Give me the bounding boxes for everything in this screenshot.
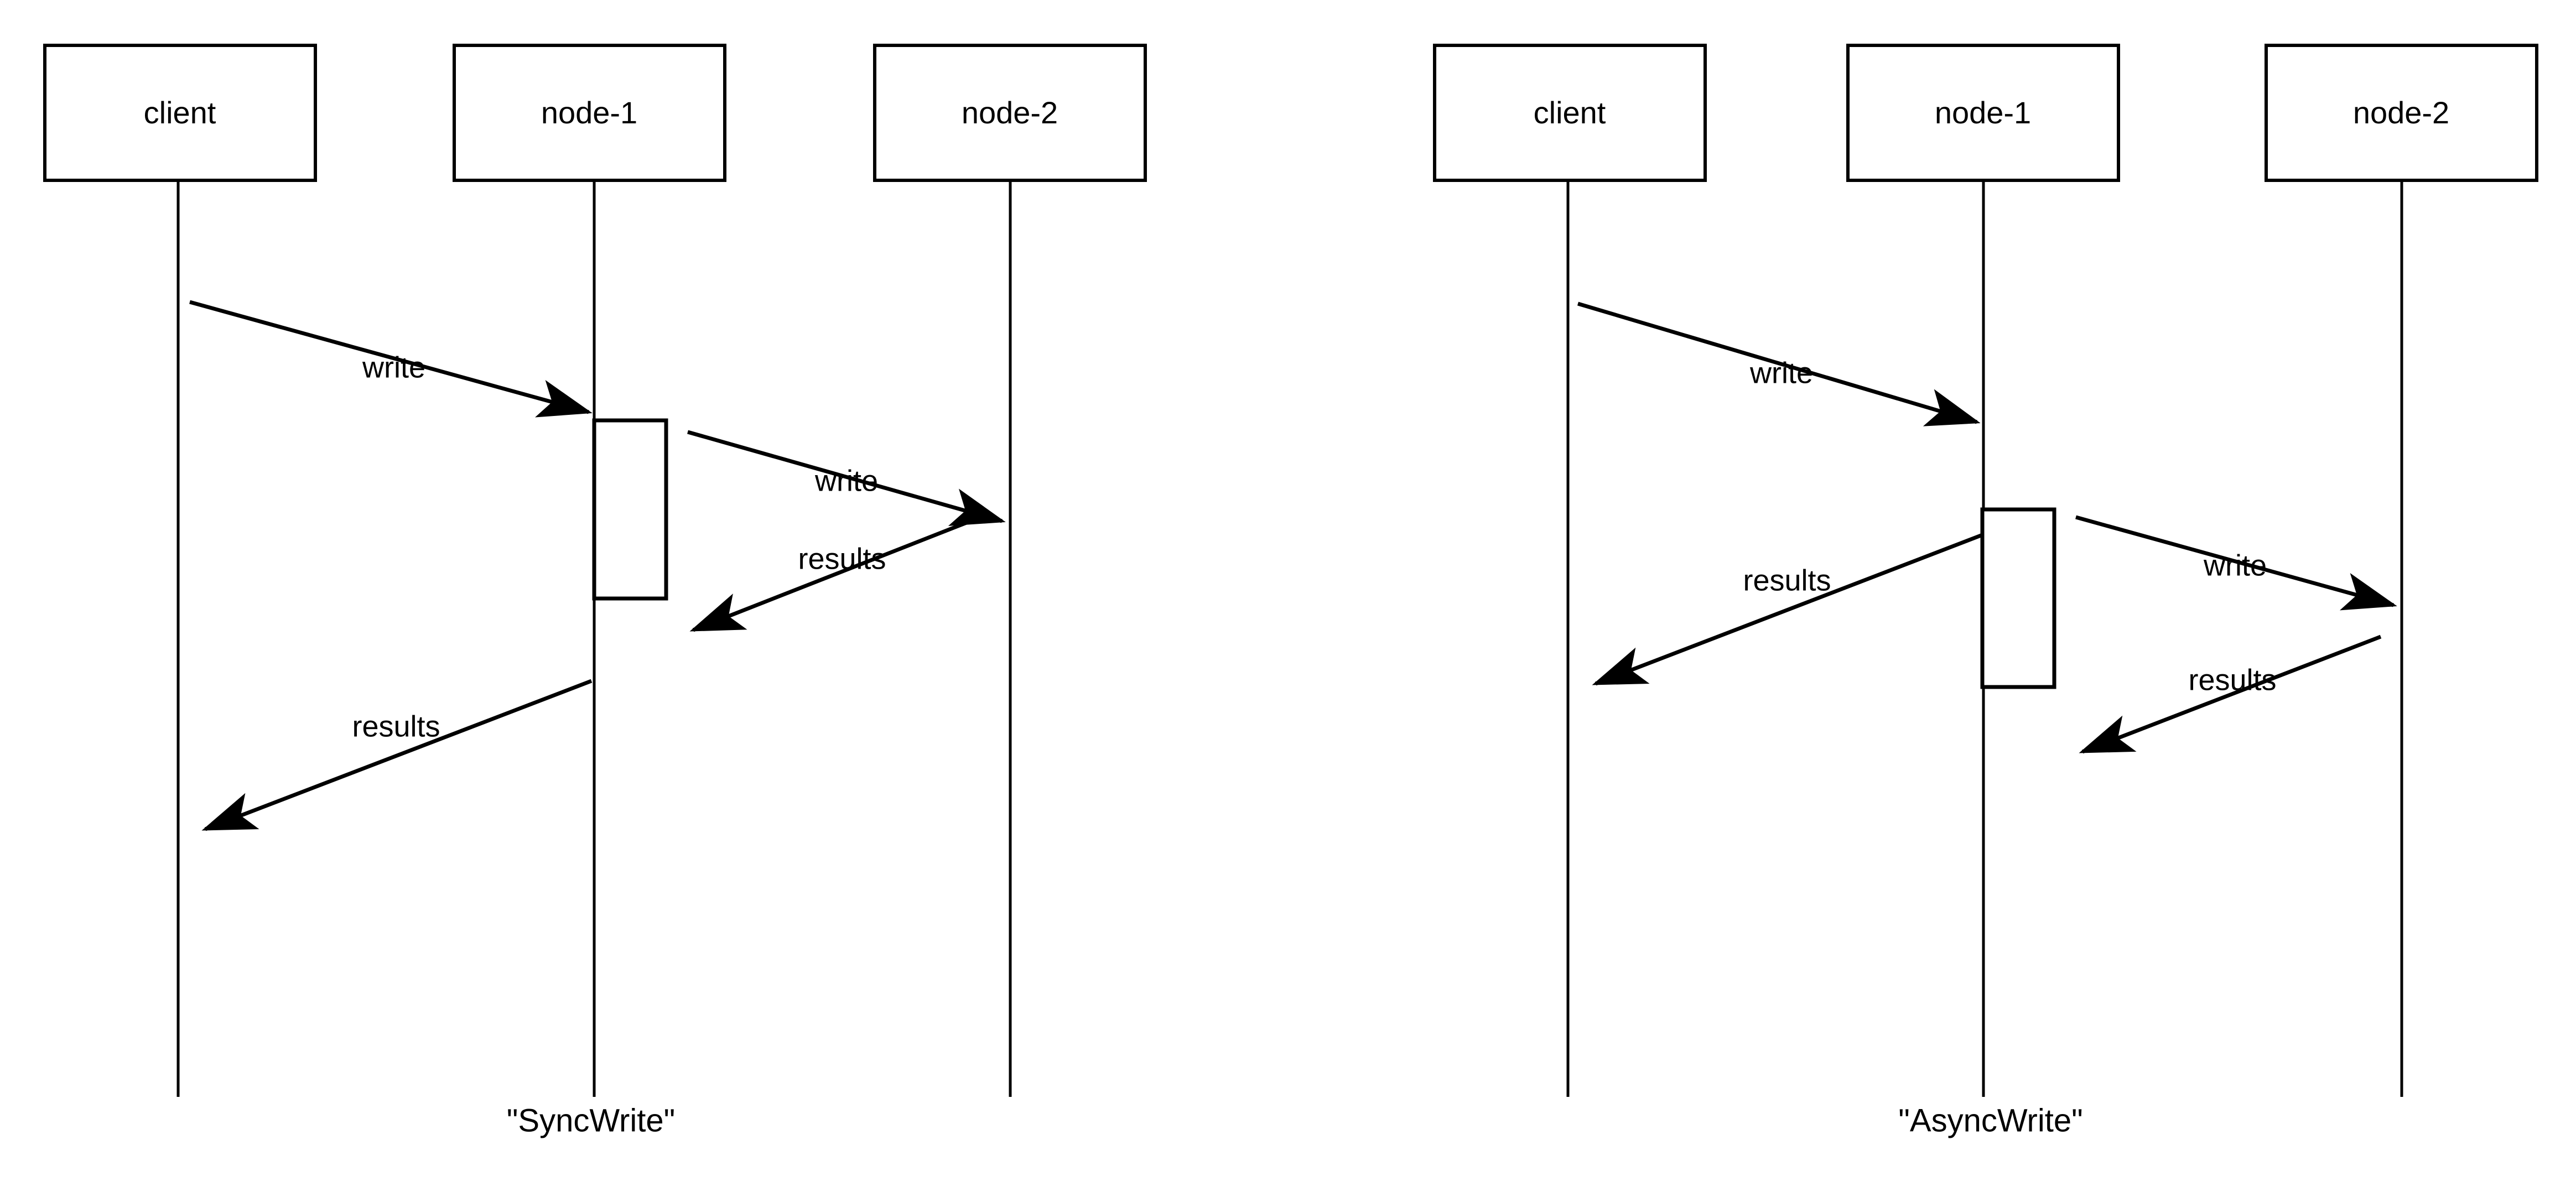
participant-client: client [1433, 44, 1707, 1097]
message-client-write-node1: write [189, 300, 593, 418]
message-label: results [1743, 564, 1831, 597]
message-node1-results-client: results [201, 679, 593, 831]
participant-box [873, 44, 1147, 182]
message-label: write [814, 464, 878, 497]
message-arrow [2079, 634, 2382, 754]
participant-label: node-1 [1935, 95, 2031, 130]
message-label: results [798, 542, 886, 575]
participant-box [43, 44, 317, 182]
message-arrow [687, 430, 1006, 526]
message-label: write [362, 351, 425, 384]
message-arrow [1577, 301, 1981, 426]
message-node2-results-node1: results [2079, 634, 2382, 754]
participant-box [1846, 44, 2120, 182]
diagram-caption: "AsyncWrite" [1898, 1102, 2082, 1138]
participant-node-2: node-2 [873, 44, 1147, 1097]
activation-bar [592, 418, 668, 601]
message-node1-write-node2: write [2075, 515, 2397, 611]
message-arrow [1592, 533, 1983, 686]
participant-client: client [43, 44, 317, 1097]
participant-label: client [1534, 95, 1606, 130]
participant-label: node-2 [962, 95, 1058, 130]
diagram-sync-write: client node-1 node-2 write write results [43, 44, 1147, 1138]
message-node1-write-node2: write [687, 430, 1006, 526]
participant-node-1: node-1 [1846, 44, 2120, 1097]
message-arrow [689, 511, 991, 632]
participant-label: client [144, 95, 216, 130]
message-client-write-node1: write [1577, 301, 1981, 426]
message-label: write [2203, 549, 2267, 582]
participant-node-1: node-1 [453, 44, 726, 1097]
message-arrow [189, 300, 593, 418]
message-arrow [201, 679, 593, 831]
participant-label: node-1 [541, 95, 637, 130]
participant-box [453, 44, 726, 182]
message-label: results [2188, 663, 2276, 696]
diagram-async-write: client node-1 node-2 write results write [1433, 44, 2538, 1138]
diagram-caption: "SyncWrite" [507, 1102, 675, 1138]
message-node1-results-client: results [1592, 533, 1983, 686]
participant-label: node-2 [2353, 95, 2449, 130]
message-node2-results-node1: results [689, 511, 991, 632]
message-arrow [2075, 515, 2397, 611]
message-label: results [352, 710, 440, 743]
participant-node-2: node-2 [2265, 44, 2538, 1097]
participant-box [2265, 44, 2538, 182]
message-label: write [1749, 356, 1813, 389]
participant-box [1433, 44, 1707, 182]
activation-bar [1980, 507, 2056, 689]
